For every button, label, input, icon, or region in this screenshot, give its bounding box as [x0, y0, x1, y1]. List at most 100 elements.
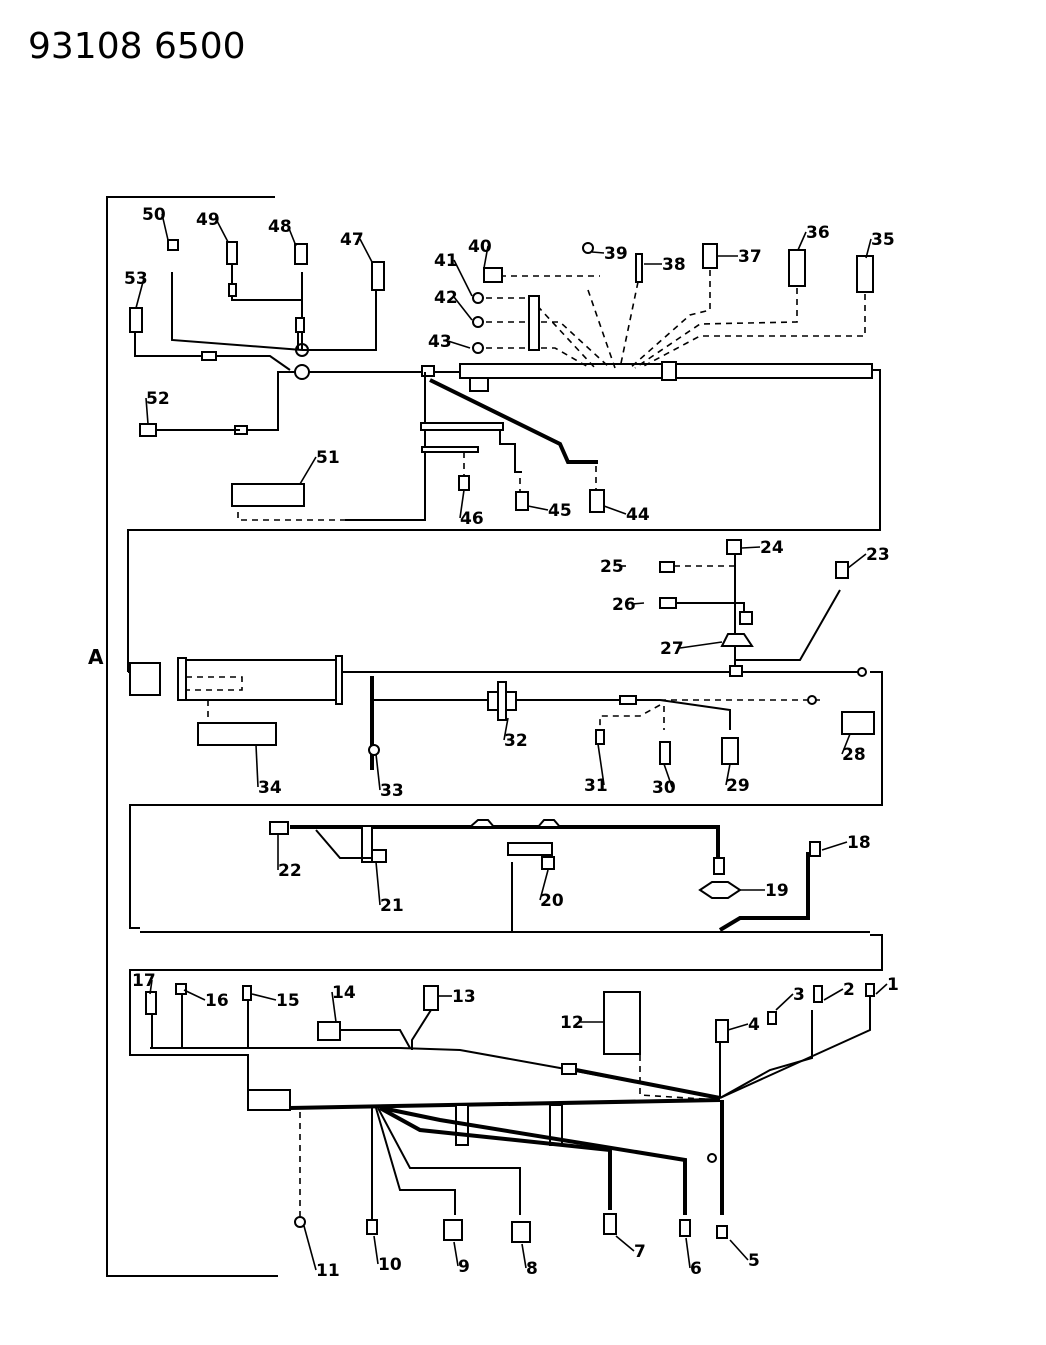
- callout-41: 41: [434, 251, 458, 271]
- leader-line-32: [503, 717, 509, 741]
- leader-line-41: [453, 259, 473, 297]
- component-4: [715, 1019, 729, 1043]
- leader-line-27: [679, 641, 723, 649]
- callout-1: 1: [887, 975, 899, 995]
- leader-line-5: [729, 1239, 749, 1261]
- component-53: [129, 307, 143, 333]
- component-38: [635, 253, 643, 283]
- leader-line-40: [483, 245, 489, 269]
- leader-line-51: [299, 456, 317, 485]
- callout-19: 19: [765, 881, 789, 901]
- leader-line-34: [255, 744, 259, 788]
- component-40: [483, 267, 503, 283]
- component-51: [231, 483, 305, 507]
- leader-line-46: [459, 489, 465, 519]
- leader-line-11: [303, 1225, 317, 1271]
- component-11: [294, 1216, 306, 1228]
- callout-16: 16: [205, 991, 229, 1011]
- callout-39: 39: [604, 244, 628, 264]
- leader-line-48: [287, 225, 297, 247]
- callout-18: 18: [847, 833, 871, 853]
- component-33: [368, 744, 380, 756]
- leader-line-7: [615, 1235, 635, 1252]
- leader-line-3: [775, 993, 794, 1011]
- leader-line-9: [453, 1241, 459, 1267]
- component-52: [139, 423, 157, 437]
- component-31: [595, 729, 605, 745]
- component-9: [443, 1219, 463, 1241]
- leader-line-2: [823, 988, 844, 1001]
- diagram-title: 93108 6500: [28, 26, 246, 67]
- component-34: [197, 722, 277, 746]
- callout-38: 38: [662, 255, 686, 275]
- callout-42: 42: [434, 288, 458, 308]
- callout-49: 49: [196, 210, 220, 230]
- callout-44: 44: [626, 505, 650, 525]
- callout-11: 11: [316, 1261, 340, 1281]
- component-8: [511, 1221, 531, 1243]
- callout-labels: 1234567891011121314151617181920212223242…: [124, 205, 899, 1281]
- callout-34: 34: [258, 778, 282, 798]
- leader-line-24: [741, 546, 761, 549]
- component-14: [317, 1021, 341, 1041]
- callout-24: 24: [760, 538, 784, 558]
- component-36: [788, 249, 806, 287]
- leader-line-45: [527, 505, 549, 511]
- component-16: [175, 983, 187, 995]
- component-22: [269, 821, 289, 835]
- component-42: [472, 316, 484, 328]
- callout-33: 33: [380, 781, 404, 801]
- callout-30: 30: [652, 778, 676, 798]
- component-3: [767, 1011, 777, 1025]
- callout-36: 36: [806, 223, 830, 243]
- component-20: [541, 856, 555, 870]
- trunk-tab: [469, 377, 489, 392]
- leader-line-50: [161, 213, 169, 241]
- callout-10: 10: [378, 1255, 402, 1275]
- component-48: [294, 243, 308, 265]
- component-43: [472, 342, 484, 354]
- callout-9: 9: [458, 1257, 470, 1277]
- leader-line-47: [359, 238, 373, 263]
- component-39: [582, 242, 594, 254]
- leader-line-52: [145, 397, 149, 425]
- leader-line-6: [685, 1237, 691, 1269]
- leader-line-15: [251, 993, 277, 1001]
- callout-22: 22: [278, 861, 302, 881]
- callout-26: 26: [612, 595, 636, 615]
- leader-line-49: [215, 218, 229, 243]
- callout-15: 15: [276, 991, 300, 1011]
- component-29: [721, 737, 739, 765]
- top-components: [129, 239, 874, 513]
- leader-line-4: [727, 1023, 749, 1031]
- leader-line-36: [797, 231, 807, 251]
- callout-7: 7: [634, 1242, 646, 1262]
- component-49: [226, 241, 238, 265]
- leader-line-43: [447, 340, 471, 349]
- leader-line-8: [521, 1243, 527, 1269]
- callout-40: 40: [468, 237, 492, 257]
- leader-line-21: [375, 861, 381, 906]
- leader-line-20: [539, 869, 549, 901]
- leader-line-42: [453, 296, 473, 321]
- leader-line-28: [841, 733, 851, 755]
- callout-6: 6: [690, 1259, 702, 1279]
- leader-line-16: [183, 989, 206, 1001]
- callout-8: 8: [526, 1259, 538, 1279]
- component-30: [659, 741, 671, 765]
- leader-line-17: [149, 979, 153, 995]
- component-37: [702, 243, 718, 269]
- component-2: [813, 985, 823, 1003]
- callout-43: 43: [428, 332, 452, 352]
- component-5: [716, 1225, 728, 1239]
- callout-45: 45: [548, 501, 572, 521]
- callout-14: 14: [332, 983, 356, 1003]
- third-section: [140, 819, 870, 933]
- callout-3: 3: [793, 985, 805, 1005]
- callout-17: 17: [132, 971, 156, 991]
- callout-35: 35: [871, 230, 895, 250]
- leader-line-14: [331, 991, 337, 1023]
- leader-line-31: [597, 743, 605, 786]
- callout-31: 31: [584, 776, 608, 796]
- callout-52: 52: [146, 389, 170, 409]
